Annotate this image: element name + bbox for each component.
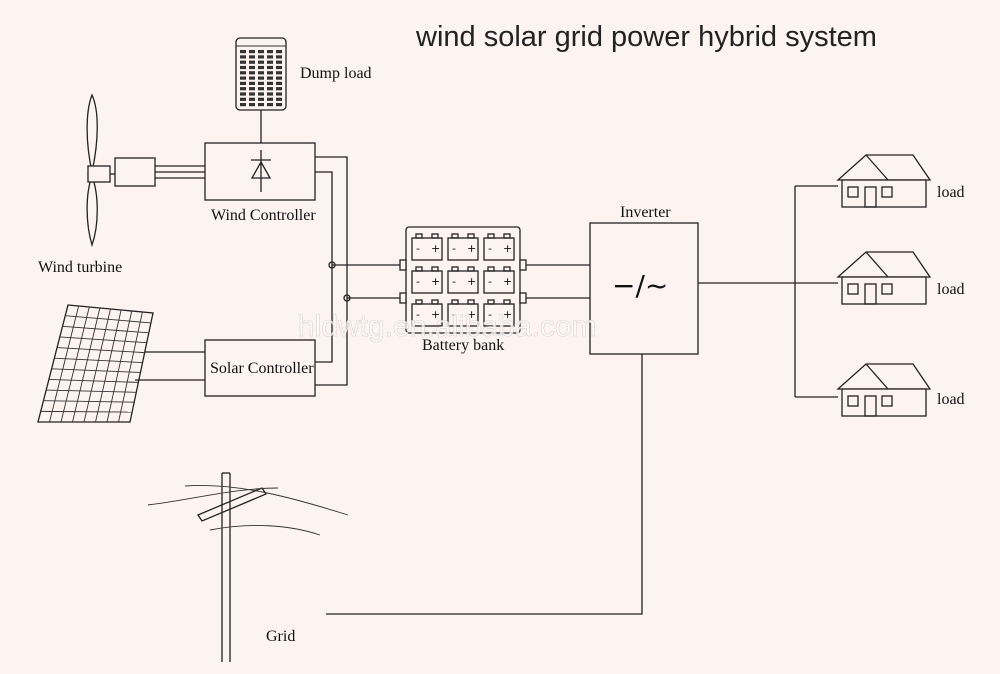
diode-icon xyxy=(250,150,272,192)
battery-pos-sign: + xyxy=(431,242,440,255)
house-icon xyxy=(836,251,932,305)
battery-pos-sign: + xyxy=(503,275,512,288)
battery-bank: -+-+-+-+-+-+-+-+-+ xyxy=(399,226,527,334)
house-icon xyxy=(836,363,932,417)
grid-label: Grid xyxy=(266,628,295,645)
battery-neg-sign: - xyxy=(452,275,456,288)
battery-cell: -+ xyxy=(447,299,479,327)
battery-bank-label: Battery bank xyxy=(422,337,504,354)
inverter-box xyxy=(589,222,699,355)
battery-cell: -+ xyxy=(483,233,515,261)
battery-cell: -+ xyxy=(411,299,443,327)
load-2-label: load xyxy=(937,281,965,298)
battery-neg-sign: - xyxy=(488,242,492,255)
battery-cell: -+ xyxy=(483,266,515,294)
watermark: hldwtg.en.alibaba.com xyxy=(298,310,597,343)
battery-pos-sign: + xyxy=(431,308,440,321)
battery-cell: -+ xyxy=(411,233,443,261)
load-1-label: load xyxy=(937,184,965,201)
inverter-label: Inverter xyxy=(620,204,671,221)
battery-pos-sign: + xyxy=(467,308,476,321)
wind-controller-label: Wind Controller xyxy=(211,207,316,224)
battery-cell: -+ xyxy=(411,266,443,294)
house-icon xyxy=(836,154,932,208)
battery-inverter-wires xyxy=(526,264,590,299)
battery-pos-sign: + xyxy=(467,275,476,288)
battery-cell: -+ xyxy=(483,299,515,327)
battery-neg-sign: - xyxy=(488,275,492,288)
dc-ac-symbol: −/~ xyxy=(612,269,668,302)
wind-turbine-icon xyxy=(86,93,205,248)
battery-pos-sign: + xyxy=(431,275,440,288)
wind-turbine-label: Wind turbine xyxy=(38,259,122,276)
solar-controller-label: Solar Controller xyxy=(210,360,314,377)
battery-neg-sign: - xyxy=(416,242,420,255)
utility-pole-icon xyxy=(147,472,349,662)
controller-bus-wires xyxy=(315,156,400,386)
battery-cell: -+ xyxy=(447,266,479,294)
load-3-label: load xyxy=(937,391,965,408)
diagram-title: wind solar grid power hybrid system xyxy=(415,21,877,53)
dump-load-label: Dump load xyxy=(300,65,372,82)
dump-load-resistor xyxy=(235,37,287,111)
battery-neg-sign: - xyxy=(452,308,456,321)
battery-pos-sign: + xyxy=(467,242,476,255)
battery-cell: -+ xyxy=(447,233,479,261)
battery-neg-sign: - xyxy=(488,308,492,321)
solar-panel-icon xyxy=(37,304,205,423)
wind-controller-box xyxy=(204,142,316,201)
battery-neg-sign: - xyxy=(452,242,456,255)
load-bus-wires xyxy=(698,185,838,398)
solar-controller-box xyxy=(204,339,316,397)
battery-pos-sign: + xyxy=(503,242,512,255)
grid-inverter-wire xyxy=(326,354,643,615)
battery-pos-sign: + xyxy=(503,308,512,321)
battery-neg-sign: - xyxy=(416,308,420,321)
battery-neg-sign: - xyxy=(416,275,420,288)
